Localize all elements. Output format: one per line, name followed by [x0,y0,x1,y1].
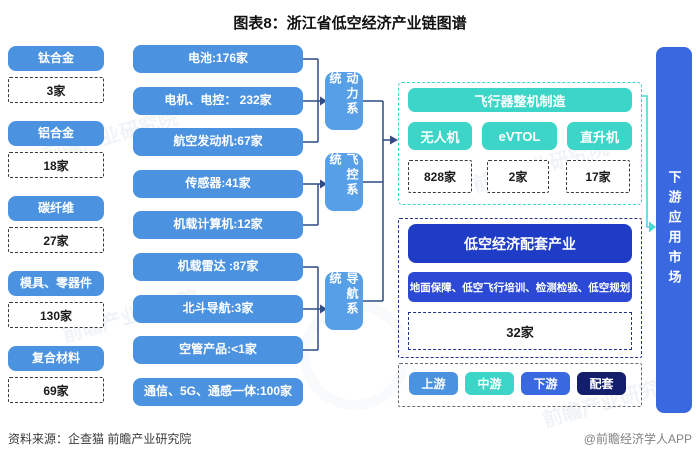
legend-midstream: 中游 [465,372,514,395]
material-count-aluminum: 18家 [8,152,104,178]
system-box-flightcontrol: 飞控系统 [325,153,363,211]
component-box-comm: 通信、5G、通感一体:100家 [133,378,303,406]
component-box-battery: 电池:176家 [133,45,303,73]
component-box-engine: 航空发动机:67家 [133,128,303,156]
supporting-count: 32家 [408,312,632,350]
aircraft-type-drone: 无人机 [408,122,472,150]
legend-upstream: 上游 [409,372,458,395]
component-box-computer: 机载计算机:12家 [133,211,303,239]
material-box-titanium: 钛合金 [8,46,104,71]
supporting-services: 地面保障、低空飞行培训、检测检验、低空规划 [408,272,632,302]
material-count-titanium: 3家 [8,77,104,103]
aircraft-header: 飞行器整机制造 [408,88,632,112]
material-count-composite: 69家 [8,377,104,403]
aircraft-count-helicopter: 17家 [566,160,630,193]
system-box-power: 动力系统 [325,72,363,130]
material-box-composite: 复合材料 [8,346,104,371]
material-box-aluminum: 铝合金 [8,121,104,146]
supporting-header: 低空经济配套产业 [408,224,632,263]
component-box-sensor: 传感器:41家 [133,170,303,198]
aircraft-type-evtol: eVTOL [482,122,557,150]
legend-panel [398,363,642,407]
system-box-navigation: 导航系统 [325,272,363,330]
legend-supporting: 配套 [577,372,626,395]
material-count-molds: 130家 [8,302,104,328]
aircraft-count-drone: 828家 [408,160,472,193]
source-note: 资料来源：企查猫 前瞻产业研究院 [8,432,192,446]
component-box-beidou: 北斗导航:3家 [133,295,303,323]
aircraft-panel [398,82,642,205]
credit-note: @前瞻经济学人APP [583,432,692,446]
page-title: 图表8：浙江省低空经济产业链图谱 [233,15,467,32]
component-box-radar: 机载雷达 :87家 [133,253,303,281]
material-box-molds: 模具、零器件 [8,271,104,296]
component-box-motor: 电机、电控： 232家 [133,87,303,115]
downstream-market-bar: 下游应用市场 [656,47,692,413]
component-box-atc: 空管产品:<1家 [133,336,303,364]
material-count-carbonfiber: 27家 [8,227,104,253]
supporting-panel [398,218,642,358]
aircraft-type-helicopter: 直升机 [567,122,632,150]
legend-downstream: 下游 [521,372,570,395]
material-box-carbonfiber: 碳纤维 [8,196,104,221]
aircraft-count-evtol: 2家 [487,160,549,193]
